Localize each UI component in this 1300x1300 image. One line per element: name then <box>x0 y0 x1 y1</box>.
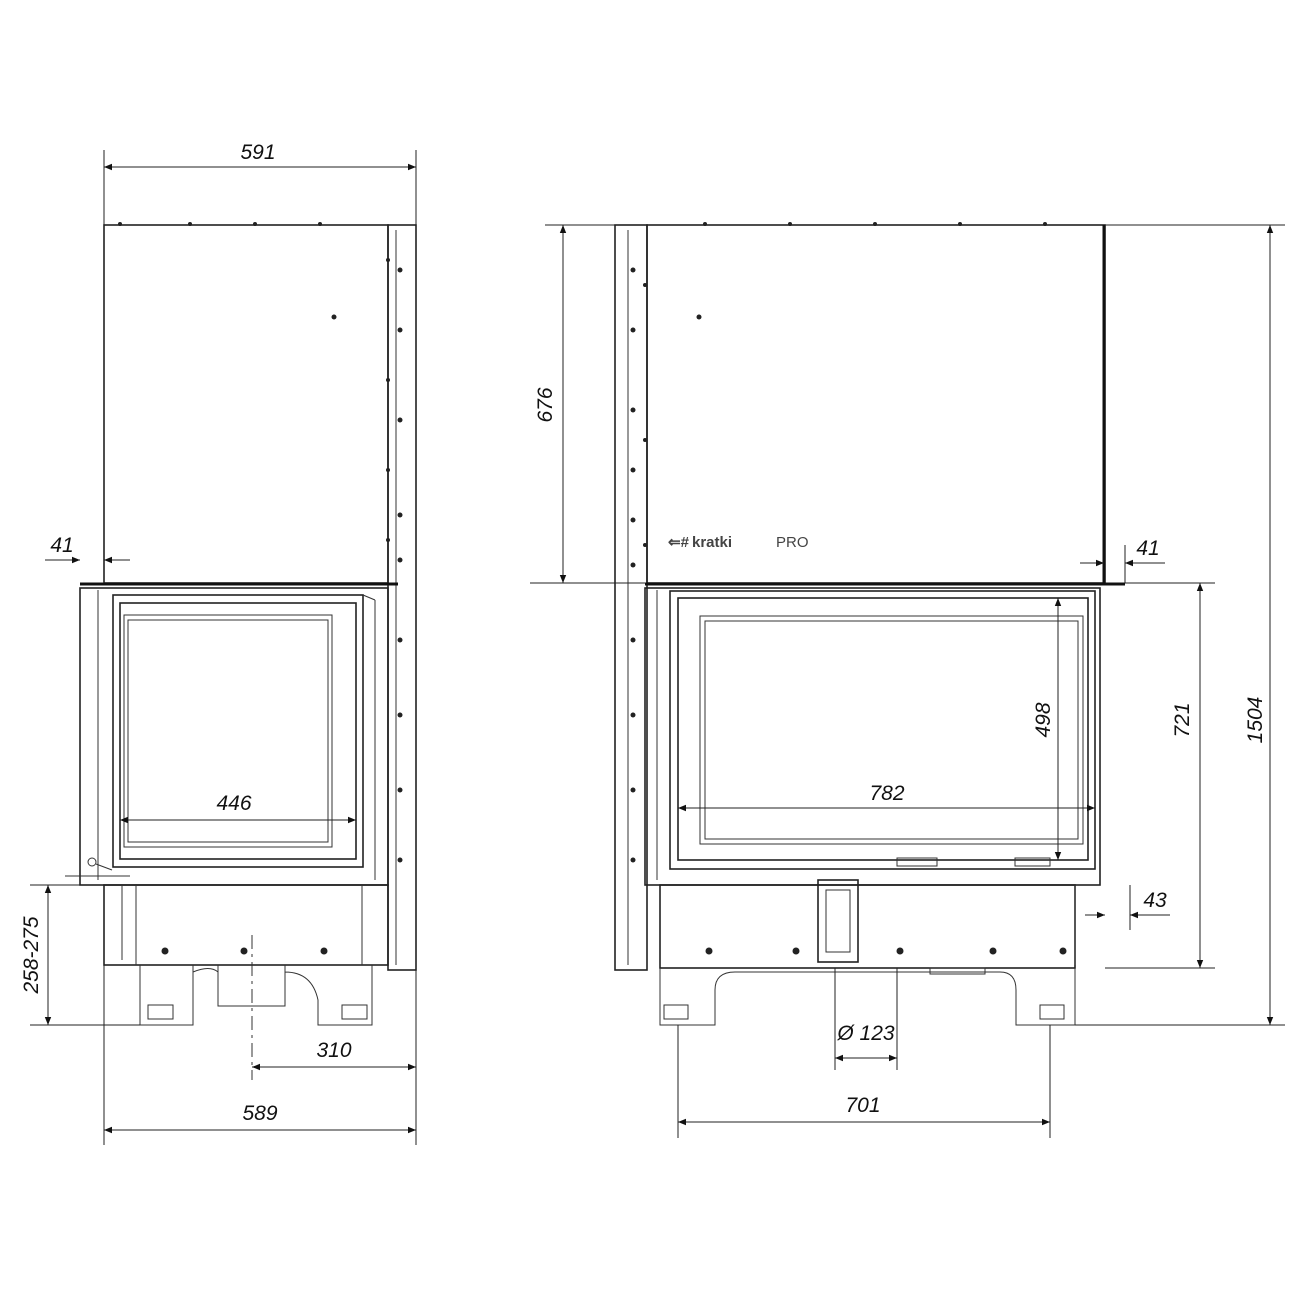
door-handle <box>65 857 130 877</box>
dim-label: 701 <box>845 1094 880 1117</box>
dim-label: 310 <box>316 1039 351 1062</box>
dim-glass-height: 498 <box>1032 598 1062 860</box>
right-view: ⇐# kratki PRO 676 41 <box>530 222 1285 1138</box>
dim-glass-width: 446 <box>120 792 356 824</box>
dim-flue-offset: 310 <box>252 970 417 1145</box>
dim-label: 498 <box>1032 702 1055 737</box>
upper-casing <box>646 224 1106 584</box>
legs <box>139 965 373 1026</box>
glass <box>119 602 357 860</box>
dim-bottom-width: 589 <box>103 965 416 1145</box>
glass <box>677 597 1089 861</box>
legs <box>659 968 1076 1026</box>
dim-base-height: 258-275 <box>20 884 140 1026</box>
side-strip <box>387 224 417 971</box>
dim-label: 591 <box>240 141 275 164</box>
dim-label: 676 <box>534 387 557 422</box>
rivets <box>630 222 1047 863</box>
logo-brand: kratki <box>692 534 732 551</box>
dim-flue-diameter: Ø 123 <box>834 968 898 1070</box>
brand-logo: ⇐# kratki PRO <box>668 534 809 551</box>
dim-label: 41 <box>1136 537 1159 560</box>
dim-top-width: 591 <box>103 141 417 225</box>
dim-label: Ø 123 <box>836 1022 895 1045</box>
base <box>103 884 389 966</box>
dim-label: 1504 <box>1244 697 1267 744</box>
logo-suffix: PRO <box>776 534 809 551</box>
dim-flange: 41 <box>45 534 130 583</box>
dim-lower-height: 721 <box>1105 582 1215 969</box>
dim-label: 446 <box>216 792 251 815</box>
base <box>659 884 1076 969</box>
dim-label: 43 <box>1143 889 1167 912</box>
dim-upper-height: 676 <box>530 224 645 584</box>
upper-casing <box>103 224 389 584</box>
firebox <box>79 587 389 886</box>
rivets <box>118 222 403 863</box>
dim-label: 589 <box>242 1102 277 1125</box>
dim-label: 782 <box>869 782 904 805</box>
door-frame <box>669 590 1096 870</box>
dim-glass-width: 782 <box>678 782 1095 812</box>
dim-total-height: 1504 <box>1075 224 1285 1026</box>
door-frame <box>112 594 364 868</box>
side-strip <box>614 224 648 971</box>
dim-label: 721 <box>1171 702 1194 737</box>
dim-flange: 41 <box>1080 537 1165 583</box>
air-inlet <box>817 879 859 963</box>
left-view: 591 41 446 258-275 310 589 <box>20 141 417 1145</box>
dim-label: 41 <box>50 534 73 557</box>
svg-text:⇐#: ⇐# <box>668 534 690 551</box>
dim-label: 258-275 <box>20 916 43 994</box>
dim-leg-spacing: 701 <box>677 1025 1051 1138</box>
dim-side-offset: 43 <box>1085 885 1170 930</box>
